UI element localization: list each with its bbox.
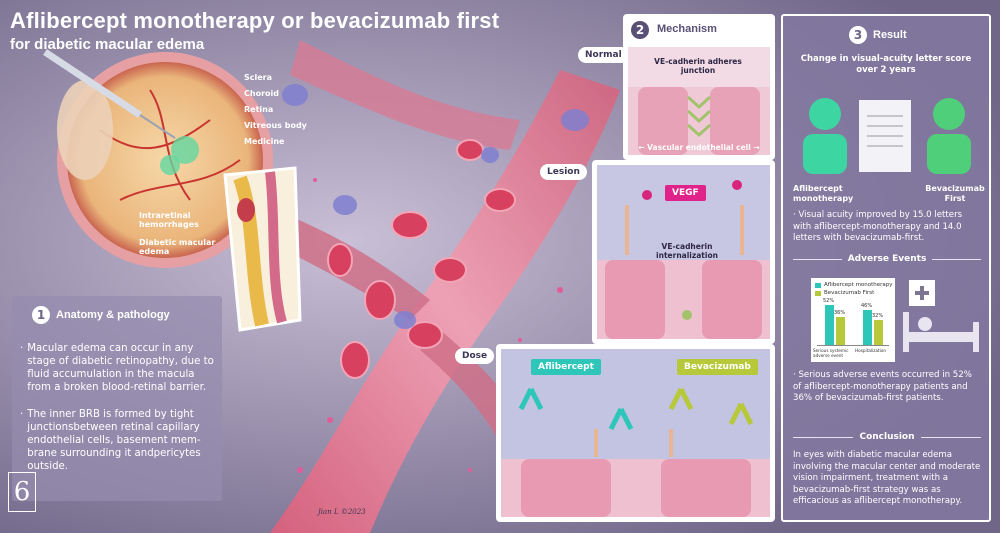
- dose-diagram: [501, 349, 770, 517]
- internalization-label: VE-cadherin internalization: [656, 242, 718, 260]
- tag-lesion: Lesion: [540, 164, 587, 180]
- adverse-bar: [863, 310, 872, 345]
- logo-text: 6: [13, 477, 31, 507]
- tag-aflibercept: Aflibercept: [531, 359, 601, 375]
- adverse-bar: [836, 317, 845, 345]
- syringe-icon: [43, 49, 176, 139]
- title-block: Aflibercept monotherapy or bevacizumab f…: [10, 8, 499, 53]
- adverse-events-heading: Adverse Events: [847, 254, 927, 264]
- legend-aflibercept: Aflibercept monotherapy: [824, 282, 893, 288]
- adverse-result-text-body: Serious adverse events occurred in 52% o…: [793, 370, 972, 403]
- acuity-chart-title: Change in visual-acuity letter score ove…: [800, 54, 972, 75]
- normal-label: VE-cadherin adheres junction: [654, 57, 742, 75]
- person-right-icon: [927, 98, 971, 174]
- conclusion-divider: Conclusion: [793, 432, 981, 442]
- adverse-bar-value: 36%: [834, 310, 846, 316]
- label-choroid: Choroid: [244, 89, 279, 98]
- label-retina: Retina: [244, 105, 274, 114]
- mechanism-heading-text: Mechanism: [657, 23, 717, 35]
- legend-bevacizumab: Bevacizumab First: [824, 290, 875, 296]
- hospital-illustration: [903, 280, 979, 352]
- chart-board-icon: [859, 100, 911, 172]
- anatomy-heading-text: Anatomy & pathology: [56, 309, 170, 321]
- anatomy-bullet: ·The inner BRB is formed by tight juncti…: [20, 408, 216, 473]
- page-title: Aflibercept monotherapy or bevacizumab f…: [10, 8, 500, 33]
- adverse-result-text: · Serious adverse events occurred in 52%…: [793, 370, 972, 403]
- adverse-events-chart: Aflibercept monotherapy Bevacizumab Firs…: [811, 278, 895, 362]
- mechanism-header: 2 Mechanism: [623, 14, 775, 46]
- anatomy-bullet: ·Macular edema can occur in any stage of…: [20, 342, 216, 394]
- result-heading: 3 Result: [849, 26, 907, 44]
- anatomy-bullet-text: Macular edema can occur in any stage of …: [27, 343, 214, 393]
- result-panel: 3 Result Change in visual-acuity letter …: [781, 14, 991, 522]
- adverse-bar: [825, 305, 834, 345]
- section-number-2: 2: [631, 21, 649, 39]
- anatomy-heading: 1 Anatomy & pathology: [32, 306, 170, 324]
- people-illustration: [803, 98, 971, 174]
- section-number-1: 1: [32, 306, 50, 324]
- endothelial-label: ← Vascular endothelial cell →: [638, 143, 760, 152]
- tag-vegf: VEGF: [665, 185, 706, 201]
- mechanism-normal-box: VE-cadherin adheres junction ← Vascular …: [623, 42, 775, 160]
- adverse-bar: [874, 320, 883, 345]
- lesion-diagram: [597, 165, 770, 339]
- label-bevacizumab-first: Bevacizumab First: [925, 184, 985, 203]
- page-subtitle: for diabetic macular edema: [10, 36, 205, 53]
- label-medicine: Medicine: [244, 137, 285, 146]
- tag-dose: Dose: [455, 348, 495, 364]
- label-sclera: Sclera: [244, 73, 273, 82]
- tag-normal: Normal: [578, 47, 629, 63]
- result-heading-text: Result: [873, 29, 907, 41]
- adverse-events-divider: Adverse Events: [793, 254, 982, 264]
- acuity-result-text-body: Visual acuity improved by 15.0 letters w…: [793, 210, 963, 243]
- anatomy-panel: 1 Anatomy & pathology ·Macular edema can…: [12, 296, 222, 501]
- hospital-bed-icon: [903, 312, 979, 352]
- medical-cross-icon: [909, 280, 935, 306]
- normal-junction-diagram: [628, 87, 770, 155]
- label-aflibercept-monotherapy: Aflibercept monotherapy: [793, 184, 854, 203]
- mechanism-lesion-box: VEGF VE-cadherin internalization: [592, 160, 775, 344]
- group-label-hospitalization: Hospitalization: [855, 348, 887, 353]
- tag-bevacizumab: Bevacizumab: [677, 359, 758, 375]
- adverse-bar-value: 52%: [823, 298, 835, 304]
- anatomy-bullet-text: The inner BRB is formed by tight junctio…: [27, 409, 201, 472]
- label-macular-edema: Diabetic macular edema: [139, 238, 216, 256]
- adverse-bar-value: 46%: [861, 303, 873, 309]
- conclusion-heading: Conclusion: [859, 432, 915, 442]
- person-left-icon: [803, 98, 847, 174]
- acuity-result-text: · Visual acuity improved by 15.0 letters…: [793, 210, 963, 243]
- group-label-serious: Serious systemic adverse event: [813, 348, 849, 358]
- logo-mark: 6: [8, 472, 36, 512]
- conclusion-text: In eyes with diabetic macular edema invo…: [793, 450, 981, 506]
- adverse-bar-value: 32%: [872, 313, 884, 319]
- section-number-3: 3: [849, 26, 867, 44]
- label-hemorrhages: Intraretinal hemorrhages: [139, 211, 199, 229]
- mechanism-dose-box: Aflibercept Bevacizumab: [496, 344, 775, 522]
- eye-icon: [57, 52, 273, 268]
- label-vitreous: Vitreous body: [244, 121, 307, 130]
- signature: Jian L ©2023: [318, 508, 366, 516]
